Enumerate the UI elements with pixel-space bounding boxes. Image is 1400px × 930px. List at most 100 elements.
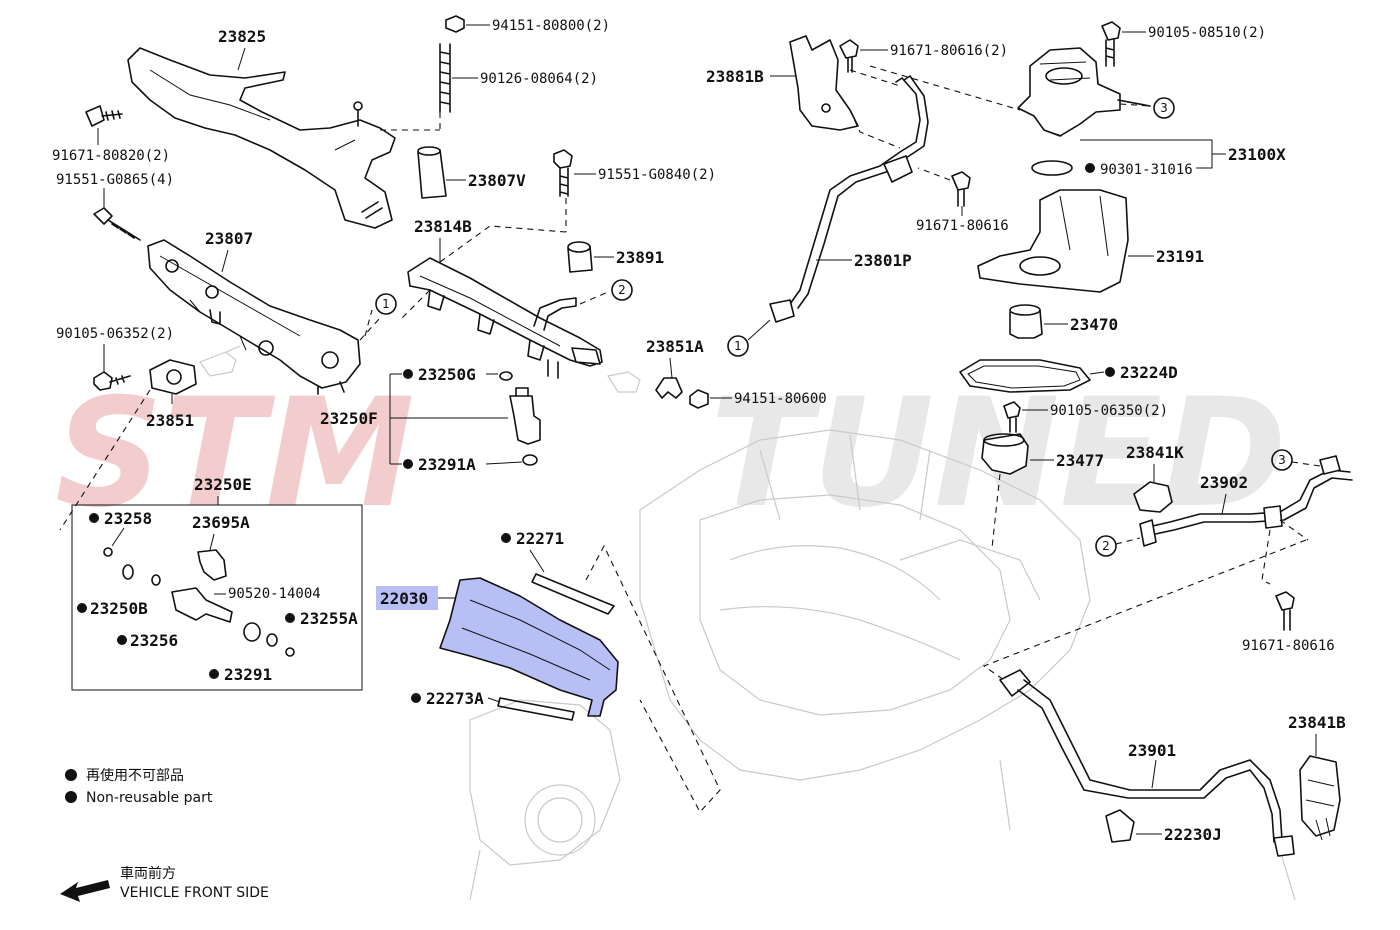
label-23250F: 23250F [320,409,378,428]
part-22230J-clip: 22230J [1105,809,1222,844]
non-reusable-dot [501,533,511,543]
label-23100X: 23100X [1228,145,1286,164]
label-23291: 23291 [224,665,272,684]
non-reusable-dot [411,693,421,703]
callout-3-pump: 3 [1160,101,1168,115]
part-23901-fuel-line: 23901 [999,669,1295,857]
label-90105-06352: 90105-06352(2) [56,326,174,342]
label-22230J: 22230J [1164,825,1222,844]
part-23807V-sleeve: 23807V [417,146,526,199]
bolt-91671-80820: 91671-80820(2) [52,105,170,164]
part-23801P-fuel-line: 1 23801P 91671-80616 [727,75,1009,357]
front-arrow-icon [60,880,110,902]
label-23902: 23902 [1200,473,1248,492]
part-23224D-gasket: 23224D [959,359,1178,393]
legend-jp: 再使用不可部品 [86,767,184,784]
front-en: VEHICLE FRONT SIDE [120,885,269,901]
part-23100X-fuel-pump: 90105-08510(2) 3 23100X 90301-31016 [1017,21,1286,178]
label-90301-31016: 90301-31016 [1100,162,1193,178]
label-23891: 23891 [616,248,664,267]
non-reusable-dot [403,369,413,379]
svg-text:2: 2 [618,283,626,297]
label-23851: 23851 [146,411,194,430]
label-23477: 23477 [1056,451,1104,470]
label-91671-80820: 91671-80820(2) [52,148,170,164]
callout-1-rail: 1 [375,293,397,315]
legend-en: Non-reusable part [86,790,213,806]
label-91671-80616-2: 91671-80616(2) [890,43,1008,59]
label-23256: 23256 [130,631,178,650]
label-23224D: 23224D [1120,363,1178,382]
highlight-22030 [376,586,438,610]
callout-2-line: 2 [1102,539,1110,553]
part-23807-delivery-pipe: 23807 [147,229,381,395]
callout-3-line: 3 [1278,453,1286,467]
label-90105-06350: 90105-06350(2) [1050,403,1168,419]
part-23477-adapter: 90105-06350(2) 23477 [981,401,1168,549]
label-91671-80616-a: 91671-80616 [916,218,1009,234]
label-22030: 22030 [380,589,428,608]
label-23291A: 23291A [418,455,476,474]
bolt-91551-G0865 [93,207,141,241]
part-23470-lifter: 23470 [1009,304,1118,339]
bolt-90105-06352: 90105-06352(2) [56,326,174,391]
box-23250E-injector-kit: 23250E 23258 23695A 90520-14004 23250B 2… [71,475,363,691]
part-23902-fuel-line: 3 2 23902 91671-80616 [982,449,1353,681]
part-23191-cover: 23191 [977,189,1204,293]
part-23825-bracket: 23825 [127,27,396,229]
non-reusable-dot [77,603,87,613]
part-23881B-bracket: 23881B 91671-80616(2) [706,35,1021,149]
label-23801P: 23801P [854,251,912,270]
label-23841B: 23841B [1288,713,1346,732]
front-direction-indicator: 車両前方 VEHICLE FRONT SIDE [60,865,269,902]
non-reusable-dot [209,669,219,679]
part-23891-insulator: 23891 [567,241,664,273]
label-94151-80800: 94151-80800(2) [492,18,610,34]
callout-2-rail: 2 [611,279,633,301]
non-reusable-dot [1085,163,1095,173]
stud-and-nut: 94151-80800(2) 90126-08064(2) [380,15,610,132]
non-reusable-dot [285,613,295,623]
legend: 再使用不可部品 Non-reusable part [65,767,213,806]
label-90520-14004: 90520-14004 [228,586,321,602]
label-23825: 23825 [218,27,266,46]
label-23250B: 23250B [90,599,148,618]
non-reusable-dot [117,635,127,645]
label-23695A: 23695A [192,513,250,532]
label-23250G: 23250G [418,365,476,384]
label-22273A: 22273A [426,689,484,708]
label-23191: 23191 [1156,247,1204,266]
svg-text:1: 1 [382,297,390,311]
label-90105-08510: 90105-08510(2) [1148,25,1266,41]
label-23470: 23470 [1070,315,1118,334]
label-94151-80600: 94151-80600 [734,391,827,407]
callout-1-line: 1 [734,339,742,353]
non-reusable-dot [403,459,413,469]
label-23255A: 23255A [300,609,358,628]
label-22271: 22271 [516,529,564,548]
non-reusable-dot [1105,367,1115,377]
label-91551-G0840: 91551-G0840(2) [598,167,716,183]
non-reusable-dot [89,513,99,523]
label-23901: 23901 [1128,741,1176,760]
label-23814B: 23814B [414,217,472,236]
label-23841K: 23841K [1126,443,1184,462]
label-23250E: 23250E [194,475,252,494]
label-23807: 23807 [205,229,253,248]
label-23881B: 23881B [706,67,764,86]
part-23814B-fuel-rail: 23814B [399,217,609,379]
part-23851A-clamp: 23851A 94151-80600 [607,337,827,409]
part-22030-throttle: 22271 22030 22273A [376,529,721,813]
label-23258: 23258 [104,509,152,528]
bolt-91551-G0840: 91551-G0840(2) [553,149,716,232]
label-91671-80616-b: 91671-80616 [1242,638,1335,654]
watermark-stm: STM [55,367,415,541]
part-23841B-connector: 23841B [1288,713,1346,841]
part-23841K-clamp: 23841K [1126,443,1184,513]
engine-ghost-outline [469,429,1296,901]
front-jp: 車両前方 [120,865,176,882]
label-90126-08064: 90126-08064(2) [480,71,598,87]
part-23851-spacer: 23851 [146,345,241,430]
label-23807V: 23807V [468,171,526,190]
label-23851A: 23851A [646,337,704,356]
